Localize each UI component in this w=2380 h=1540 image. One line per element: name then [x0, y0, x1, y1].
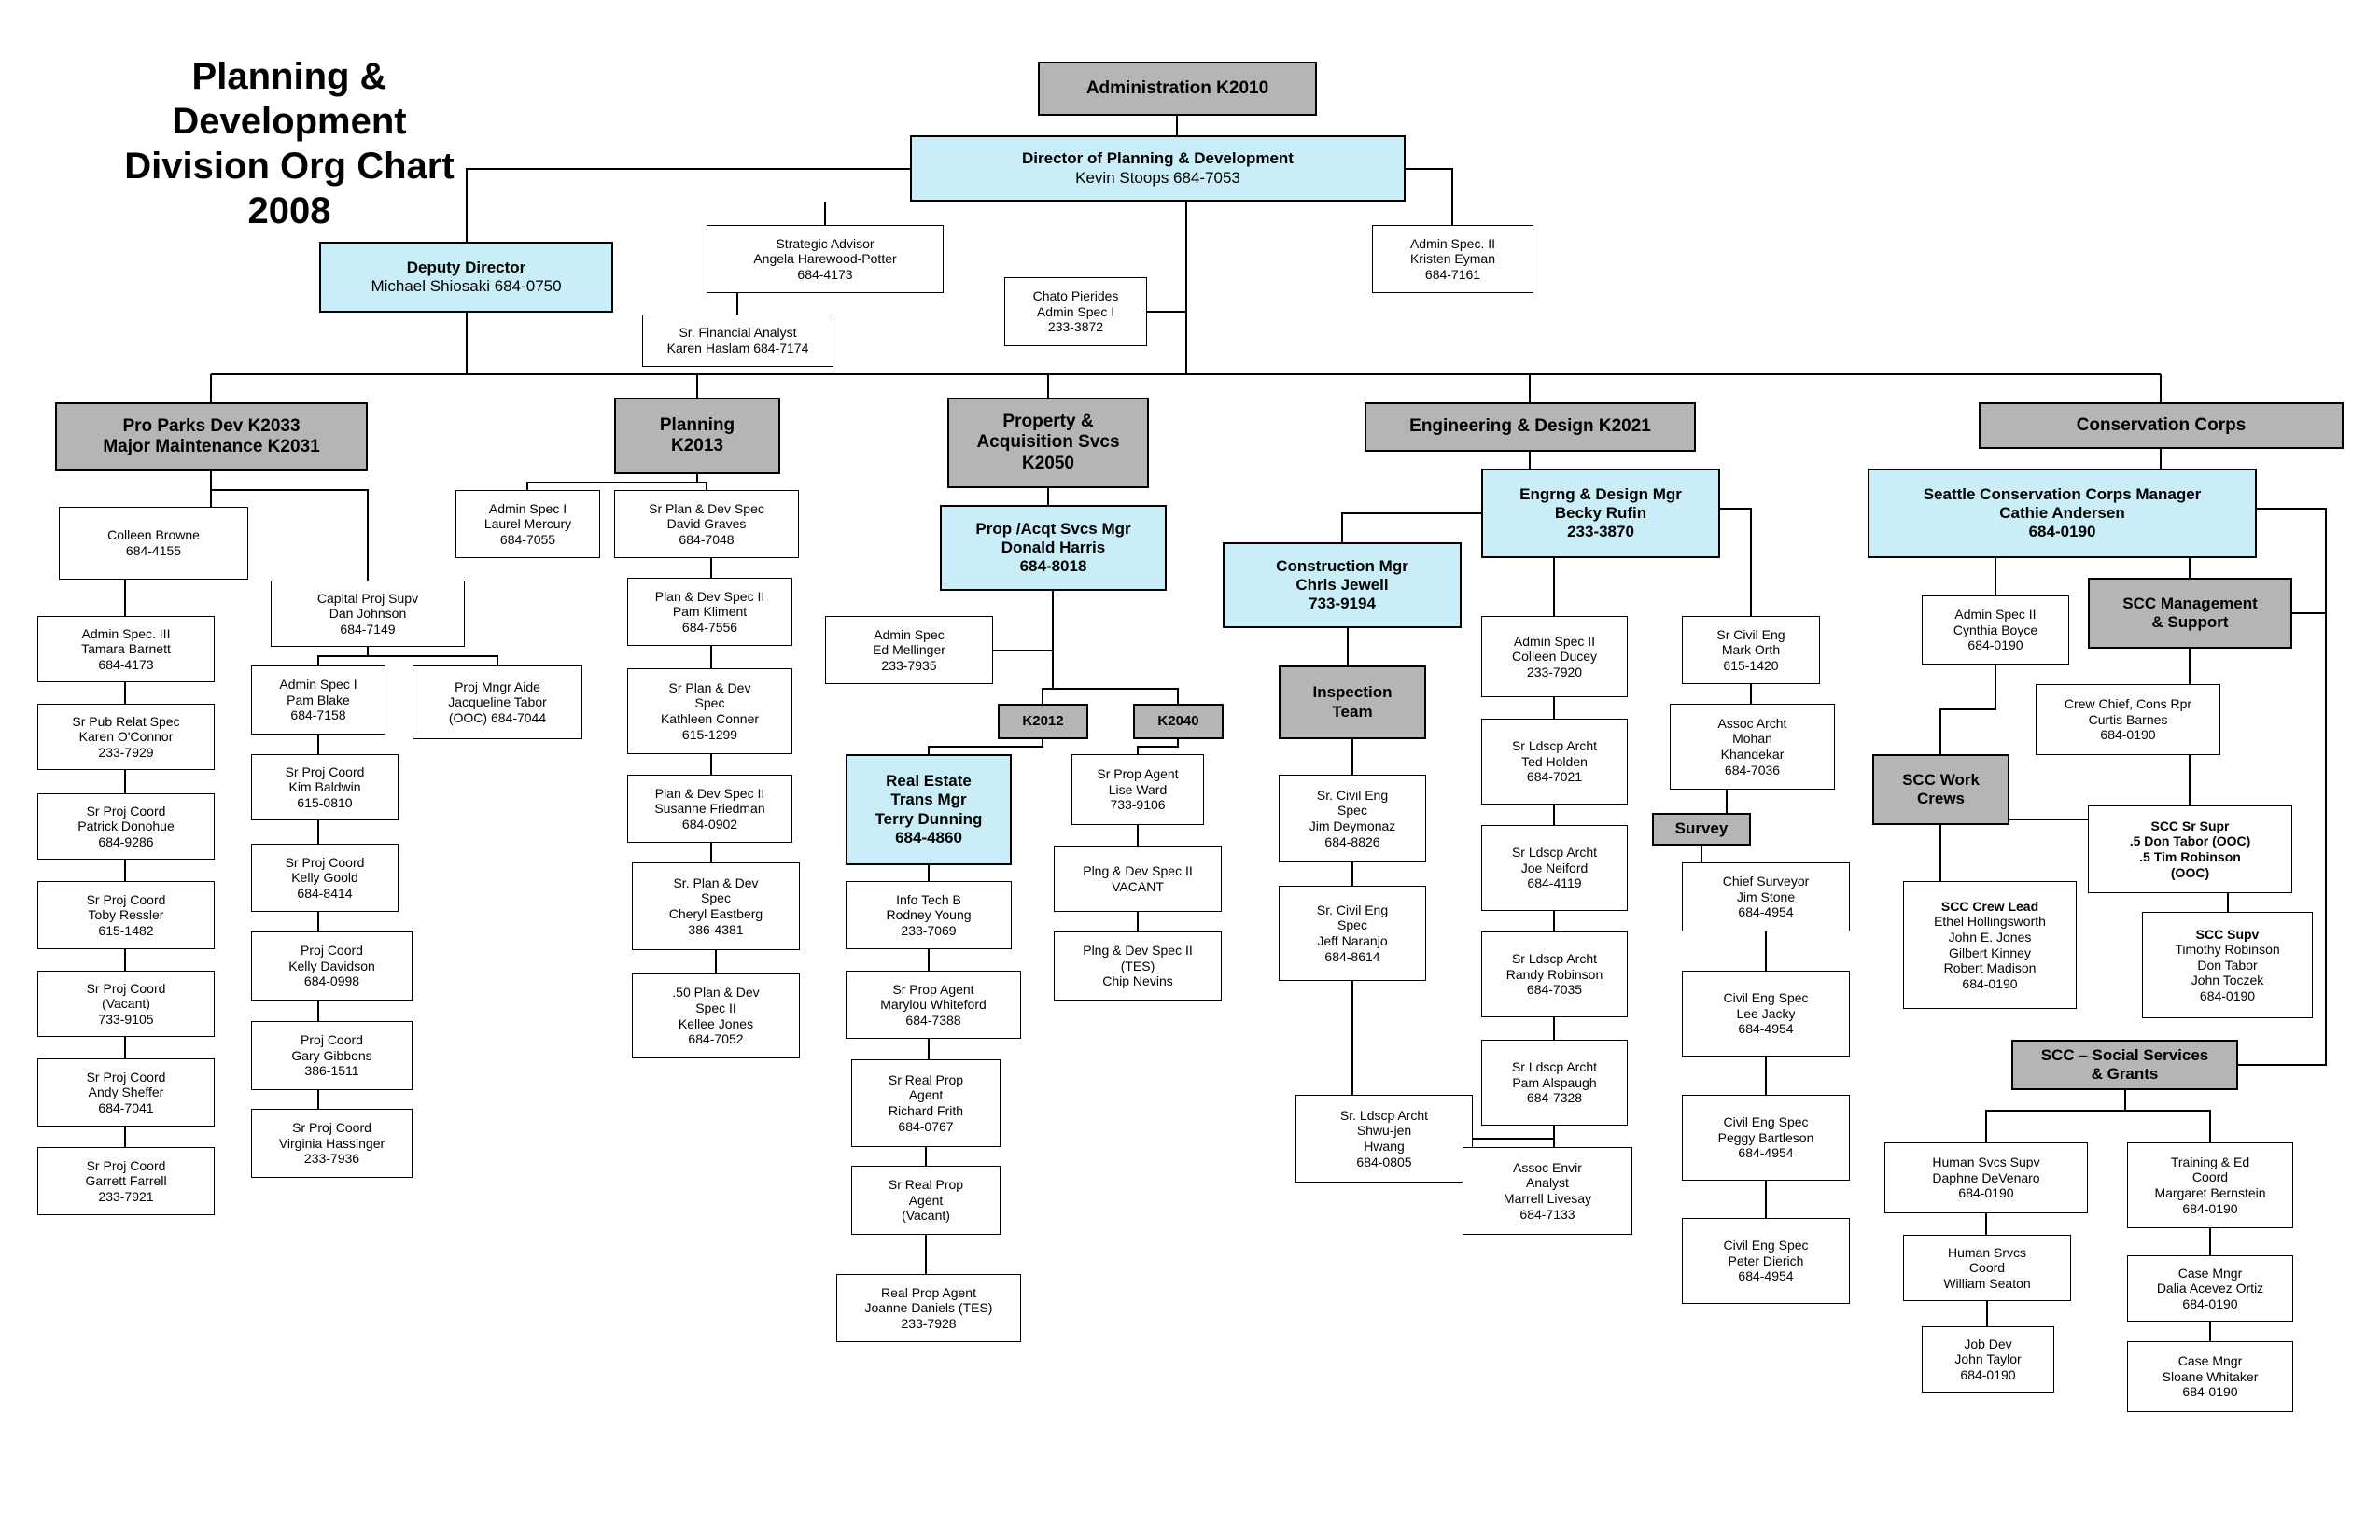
- box-k2012: K2012: [998, 704, 1088, 739]
- box-scc-management-support: SCC Management& Support: [2088, 578, 2292, 649]
- box-chip-nevins: Plng & Dev Spec II(TES)Chip Nevins: [1054, 931, 1222, 1001]
- box-k2040: K2040: [1133, 704, 1224, 739]
- box-scc-social-services-grants: SCC – Social Services& Grants: [2011, 1040, 2238, 1090]
- box-sr-proj-coord-vacant: Sr Proj Coord(Vacant)733-9105: [37, 971, 215, 1037]
- box-conservation-corps-header: Conservation Corps: [1979, 402, 2344, 449]
- box-survey: Survey: [1652, 813, 1751, 846]
- box-administration-k2010: Administration K2010: [1038, 62, 1317, 116]
- box-engineering-design-header: Engineering & Design K2021: [1365, 402, 1696, 452]
- box-scc-sr-supr: SCC Sr Supr.5 Don Tabor (OOC).5 Tim Robi…: [2088, 805, 2292, 893]
